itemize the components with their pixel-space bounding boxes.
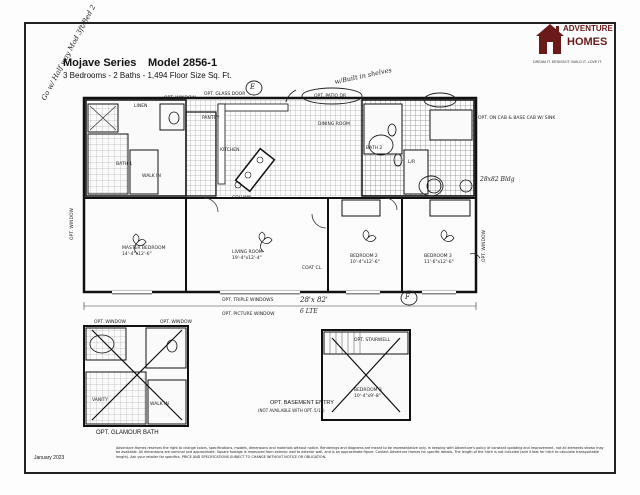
label-linen: LINEN	[134, 104, 148, 109]
label-pantry: PANTRY	[202, 116, 220, 121]
label-glam-window-1: OPT. WINDOW	[94, 320, 126, 325]
label-glam-window-2: OPT. WINDOW	[160, 320, 192, 325]
label-bath1: BATH 1	[116, 162, 133, 167]
label-opt-stairwell: OPT. STAIRWELL	[354, 338, 391, 343]
handwritten-cost-note: 6 LTE	[300, 308, 318, 315]
label-coat-closet: COAT CL.	[302, 266, 323, 271]
label-master-bedroom: MASTER BEDROOM	[122, 246, 166, 251]
logo-tagline: DREAM IT. DESIGN IT. BUILD IT. LOVE IT.	[533, 60, 603, 64]
label-opt-patio-dr: OPT. PATIO DR	[314, 94, 347, 99]
label-living-room: LIVING ROOM	[232, 250, 263, 255]
label-bedroom3: BEDROOM 3	[424, 254, 452, 259]
label-opt-on-cab: OPT. ON CAB & BASE CAB W/ SINK	[478, 116, 556, 121]
label-opt-window-top: OPT. WINDOW	[164, 96, 196, 101]
label-bedroom3-size: 11'-6"x12'-6"	[424, 260, 454, 265]
logo-line1: ADVENTURE	[563, 24, 613, 33]
label-vanity: VANITY	[92, 398, 109, 403]
label-bedroom3b-size: 10'-4"x9'-8"	[354, 394, 381, 399]
label-basement-note: (NOT AVAILABLE WITH OPT. 5/12)	[258, 408, 325, 413]
label-opt-triple-windows: OPT. TRIPLE WINDOWS	[222, 298, 274, 303]
label-dining-room: DINING ROOM	[318, 122, 350, 127]
label-living-size: 19'-4"x12'-4"	[232, 256, 262, 261]
label-kitchen: KITCHEN	[220, 148, 240, 153]
handwritten-size-note: 28'x 82'	[300, 296, 328, 304]
label-column: COLUMN	[232, 196, 252, 201]
label-opt-window-right: OPT. WINDOW	[482, 230, 487, 262]
series-title: Mojave Series	[63, 57, 137, 69]
label-opt-window-left: OPT. WINDOW	[70, 208, 75, 240]
model-title: Model 2856-1	[148, 57, 218, 69]
company-logo: ADVENTURE HOMES DREAM IT. DESIGN IT. BUI…	[533, 20, 613, 70]
label-opt-glamour-bath: OPT. GLAMOUR BATH	[96, 430, 159, 436]
handwritten-side-note: 28x82 Bldg	[480, 176, 515, 183]
label-opt-glass-door: OPT. GLASS DOOR	[204, 92, 246, 97]
label-opt-basement-entry: OPT. BASEMENT ENTRY	[270, 400, 334, 406]
handwritten-circle-e: E	[250, 83, 256, 91]
footer-disclaimer: Adventure Homes reserves the right to ch…	[116, 446, 604, 459]
label-opt-picture-window: OPT. PICTURE WINDOW	[222, 312, 275, 317]
label-walk-in: WALK IN	[142, 174, 161, 179]
label-lr: L/R	[408, 160, 416, 165]
footer-date: January 2023	[34, 455, 65, 461]
label-master-size: 14'-4"x12'-6"	[122, 252, 152, 257]
house-logo-icon	[536, 24, 564, 54]
logo-line2: HOMES	[567, 36, 608, 48]
label-bedroom3b: BEDROOM 3	[354, 388, 382, 393]
label-bath2: BATH 2	[366, 146, 383, 151]
label-walk-in-2: WALK IN	[150, 402, 169, 407]
handwritten-circle-f: F	[405, 293, 410, 301]
label-bedroom2: BEDROOM 2	[350, 254, 378, 259]
label-bedroom2-size: 10'-4"x12'-6"	[350, 260, 380, 265]
specs-line: 3 Bedrooms - 2 Baths - 1,494 Floor Size …	[63, 71, 232, 80]
